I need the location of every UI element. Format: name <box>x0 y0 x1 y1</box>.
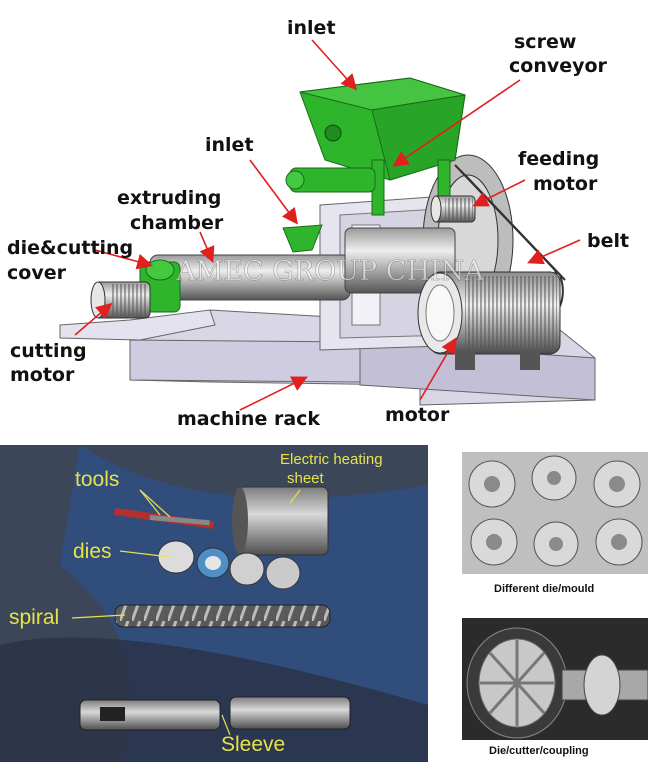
photo-leader-lines <box>71 489 301 736</box>
sleeve <box>79 696 351 731</box>
label-inlet-top: inlet <box>287 17 336 39</box>
machine-diagram: AMEC GROUP CHINA <box>59 39 596 411</box>
label-extruding-chamber-line1: extruding <box>117 187 222 209</box>
label-spiral: spiral <box>9 606 60 629</box>
label-screw-conveyor-line2: conveyor <box>509 55 607 77</box>
label-electric-heating-line2: sheet <box>287 470 324 487</box>
label-tools: tools <box>75 468 120 491</box>
caption-die-cutter-coupling: Die/cutter/coupling <box>489 745 589 757</box>
label-belt: belt <box>587 230 630 252</box>
label-die-cutting-cover-line1: die&cutting <box>7 237 134 259</box>
electric-heating-sheet <box>232 486 329 556</box>
feeding-motor <box>430 195 476 223</box>
extruding-chamber <box>149 227 456 301</box>
cutting-motor <box>90 281 151 319</box>
label-motor: motor <box>385 404 450 426</box>
spiral <box>114 604 331 628</box>
dies <box>157 540 301 590</box>
die-cutter-photo <box>462 618 648 740</box>
caption-different-die: Different die/mould <box>494 583 595 595</box>
watermark: AMEC GROUP CHINA <box>175 256 484 287</box>
label-screw-conveyor-line1: screw <box>514 31 577 53</box>
label-die-cutting-cover-line2: cover <box>7 262 66 284</box>
label-cutting-motor-line2: motor <box>10 364 75 386</box>
label-dies: dies <box>73 540 112 563</box>
label-feeding-motor-line2: motor <box>533 173 598 195</box>
label-inlet-mid: inlet <box>205 134 254 156</box>
label-arrows <box>74 39 581 411</box>
main-motor <box>417 271 561 370</box>
label-cutting-motor-line1: cutting <box>10 340 87 362</box>
label-electric-heating-line1: Electric heating <box>280 451 383 468</box>
label-machine-rack: machine rack <box>177 408 321 430</box>
parts-photo <box>0 445 428 762</box>
die-mould-photo <box>462 452 648 574</box>
label-extruding-chamber-line2: chamber <box>130 212 224 234</box>
label-feeding-motor-line1: feeding <box>518 148 600 170</box>
label-sleeve: Sleeve <box>221 733 286 756</box>
hopper <box>285 77 466 216</box>
inlet-funnel-small <box>282 224 323 253</box>
tools <box>114 508 215 529</box>
